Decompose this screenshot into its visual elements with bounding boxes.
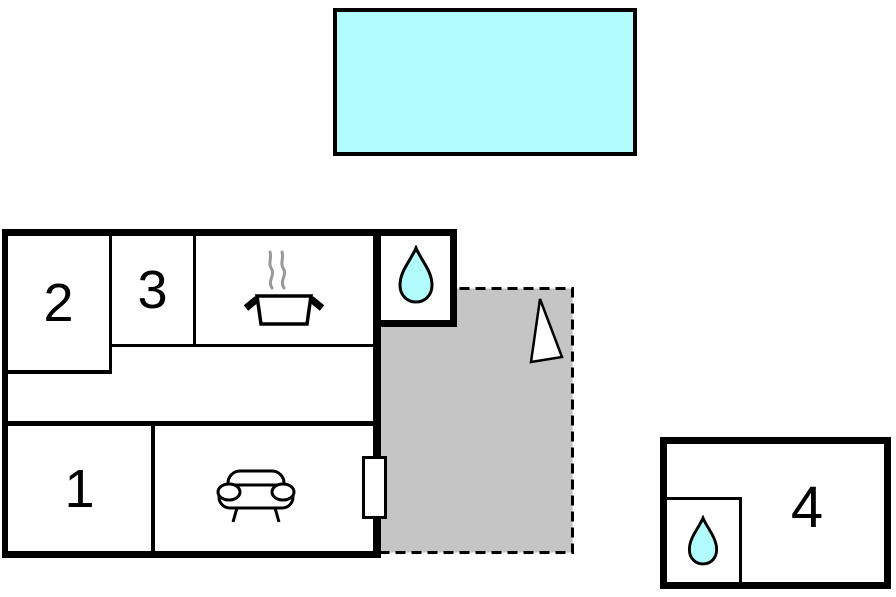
room-3-label: 3 (137, 260, 168, 320)
water-drop-icon (687, 515, 719, 566)
steam-icon (268, 250, 275, 290)
bedroom-2: 2 (2, 229, 112, 374)
door-swing-icon (529, 298, 564, 364)
swimming-pool (333, 8, 637, 156)
cooking-pot-icon (244, 250, 324, 326)
bedroom-1: 1 (2, 421, 155, 558)
sofa-icon (216, 469, 296, 523)
room-1-label: 1 (64, 458, 95, 519)
bedroom-3: 3 (109, 229, 196, 347)
room-4-label-area: 4 (737, 443, 877, 573)
kitchen (193, 229, 381, 347)
steam-icon (280, 250, 287, 290)
water-drop-icon (397, 245, 434, 304)
terrace-door (362, 456, 387, 519)
room-4-label: 4 (790, 475, 824, 540)
living-room (151, 421, 381, 558)
bathroom (373, 229, 457, 327)
annex-bathroom (667, 497, 742, 582)
room-2-label: 2 (43, 273, 74, 333)
